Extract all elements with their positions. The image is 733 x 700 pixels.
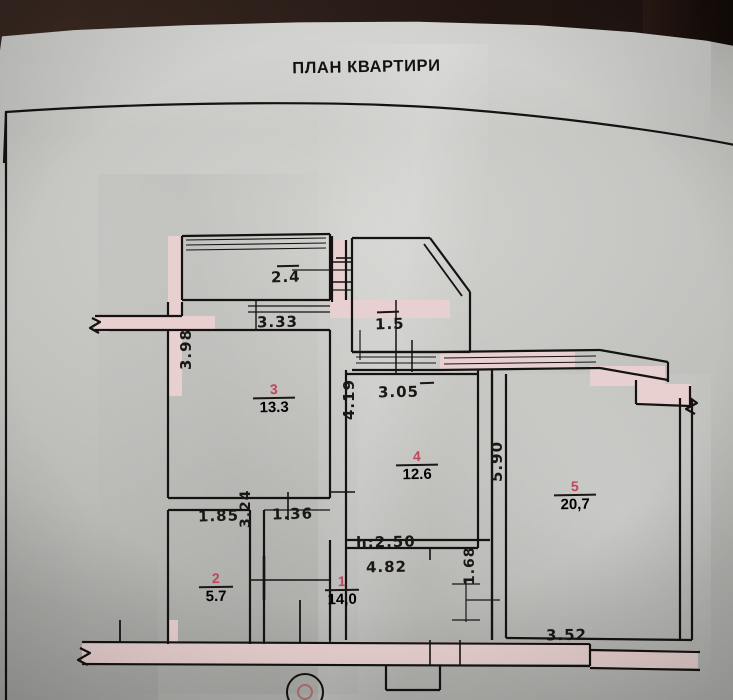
break-mark-icon xyxy=(76,317,699,666)
wall-outlines xyxy=(81,232,701,692)
round-fixture-icon xyxy=(286,673,324,700)
dimension-lines xyxy=(292,269,500,622)
document-frame xyxy=(2,102,733,164)
